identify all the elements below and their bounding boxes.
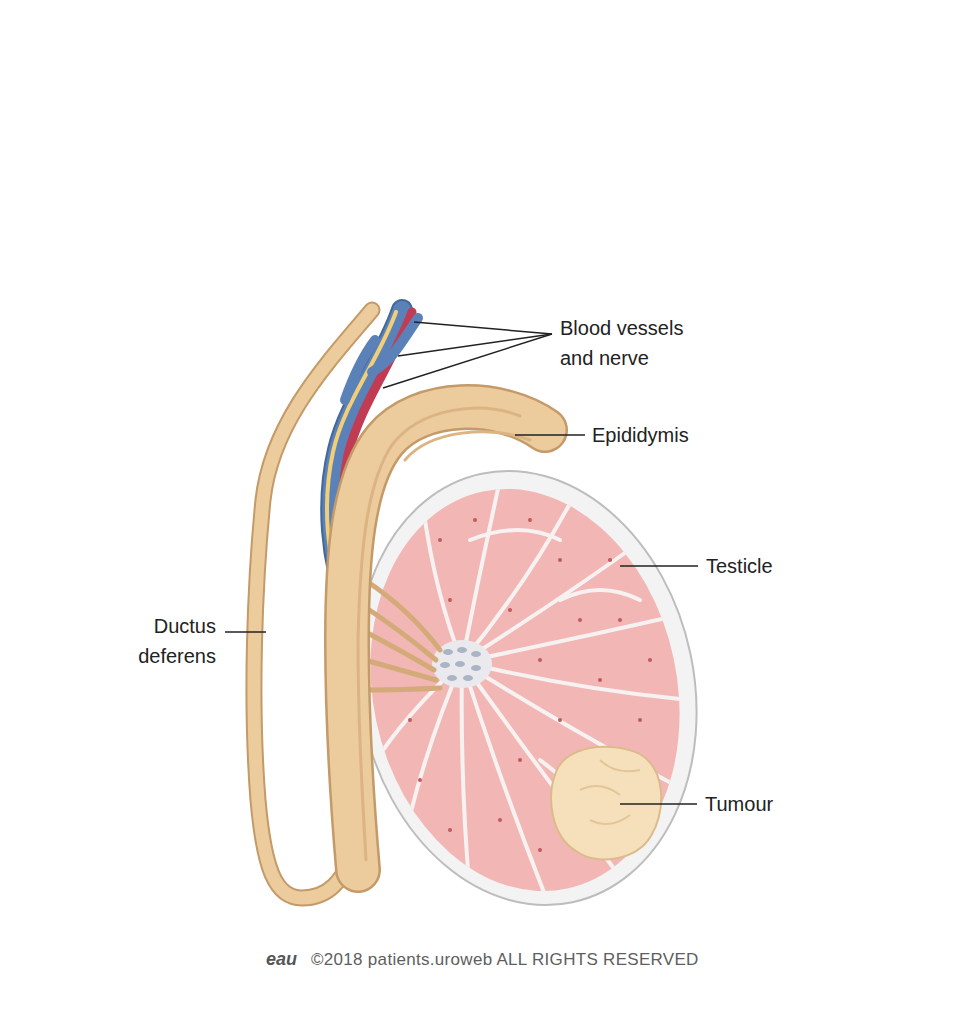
leader-lines <box>225 322 698 804</box>
part-label: Tumour <box>705 789 905 819</box>
tumour-mass <box>551 747 661 860</box>
logo-text: eau <box>266 944 310 974</box>
epididymis-body <box>347 407 545 870</box>
part-label: Ductus deferens <box>110 611 216 671</box>
copyright-note: ©2018 patients.uroweb ALL RIGHTS RESERVE… <box>311 945 771 975</box>
part-label: Testicle <box>706 551 906 581</box>
part-label: Epididymis <box>592 420 792 450</box>
testicle-body <box>318 439 736 937</box>
part-label: Blood vessels and nerve <box>560 313 710 373</box>
efferent-ductules <box>362 580 440 690</box>
